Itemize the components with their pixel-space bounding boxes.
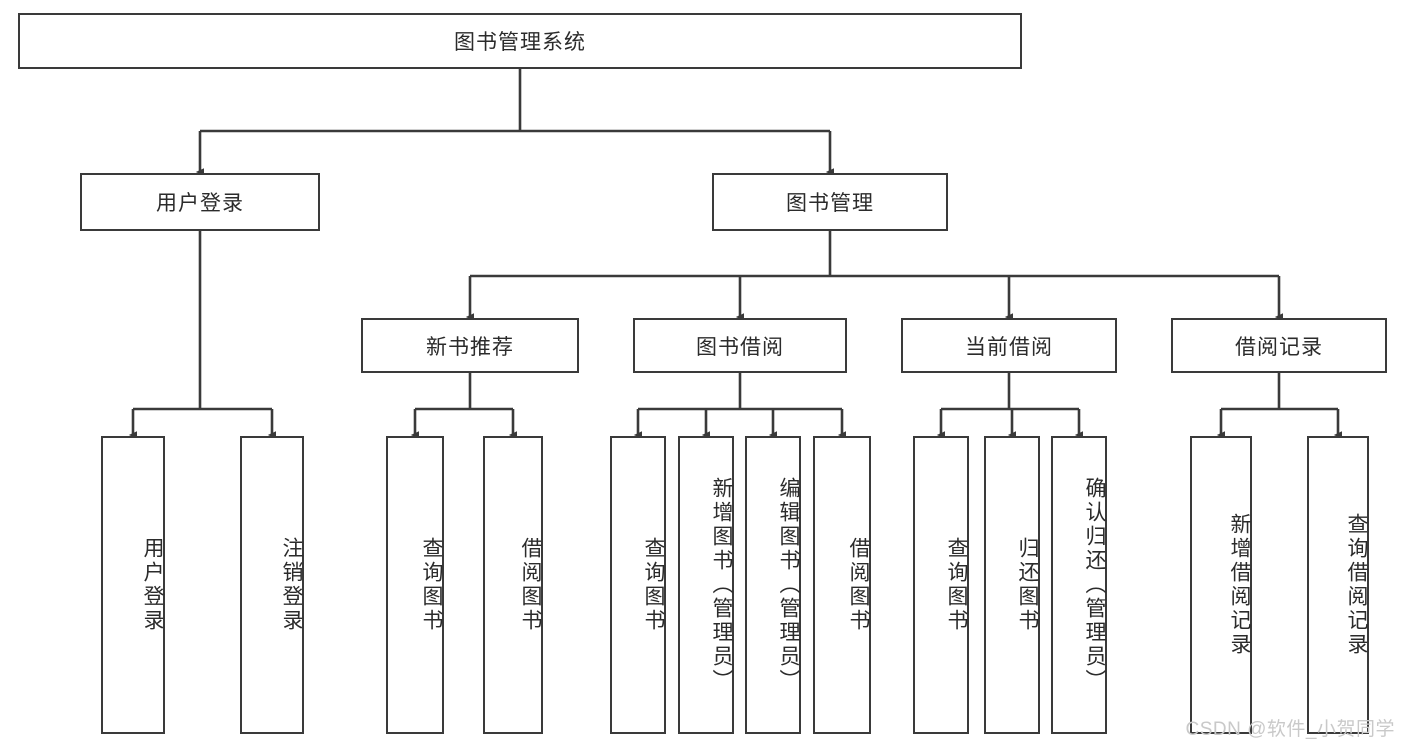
node-label: 新增借阅记录: [1228, 513, 1251, 657]
node-label: 编辑图书（管理员）: [777, 477, 800, 693]
watermark-text: CSDN @软件_小贺同学: [1185, 719, 1395, 740]
node-label: 新书推荐: [426, 335, 514, 359]
node-label: 用户登录: [141, 537, 164, 633]
node-label: 借阅图书: [847, 537, 870, 633]
node-label: 注销登录: [280, 537, 303, 633]
node-label: 确认归还（管理员）: [1083, 477, 1106, 693]
node-leaf_0[interactable]: 用户登录: [101, 436, 165, 734]
node-leaf_10[interactable]: 确认归还（管理员）: [1051, 436, 1107, 734]
node-label: 当前借阅: [965, 335, 1053, 359]
node-leaf_11[interactable]: 新增借阅记录: [1190, 436, 1252, 734]
node-label: 图书借阅: [696, 335, 784, 359]
node-l2_0[interactable]: 新书推荐: [361, 318, 579, 373]
node-label: 查询借阅记录: [1345, 513, 1368, 657]
node-l1_0[interactable]: 用户登录: [80, 173, 320, 231]
node-leaf_5[interactable]: 新增图书（管理员）: [678, 436, 734, 734]
node-leaf_7[interactable]: 借阅图书: [813, 436, 871, 734]
node-label: 查询图书: [420, 537, 443, 633]
node-label: 查询图书: [642, 537, 665, 633]
node-leaf_6[interactable]: 编辑图书（管理员）: [745, 436, 801, 734]
node-leaf_2[interactable]: 查询图书: [386, 436, 444, 734]
node-label: 新增图书（管理员）: [710, 477, 733, 693]
node-label: 借阅图书: [519, 537, 542, 633]
node-leaf_3[interactable]: 借阅图书: [483, 436, 543, 734]
node-label: 图书管理系统: [454, 31, 586, 54]
node-label: 借阅记录: [1235, 335, 1323, 359]
node-leaf_1[interactable]: 注销登录: [240, 436, 304, 734]
node-l2_3[interactable]: 借阅记录: [1171, 318, 1387, 373]
node-leaf_4[interactable]: 查询图书: [610, 436, 666, 734]
node-label: 归还图书: [1016, 537, 1039, 633]
node-l2_2[interactable]: 当前借阅: [901, 318, 1117, 373]
node-label: 用户登录: [156, 192, 244, 215]
node-label: 图书管理: [786, 192, 874, 215]
node-root[interactable]: 图书管理系统: [18, 13, 1022, 69]
node-leaf_8[interactable]: 查询图书: [913, 436, 969, 734]
node-l1_1[interactable]: 图书管理: [712, 173, 948, 231]
node-l2_1[interactable]: 图书借阅: [633, 318, 847, 373]
node-leaf_9[interactable]: 归还图书: [984, 436, 1040, 734]
node-leaf_12[interactable]: 查询借阅记录: [1307, 436, 1369, 734]
edge-layer: [128, 69, 1343, 439]
node-label: 查询图书: [945, 537, 968, 633]
